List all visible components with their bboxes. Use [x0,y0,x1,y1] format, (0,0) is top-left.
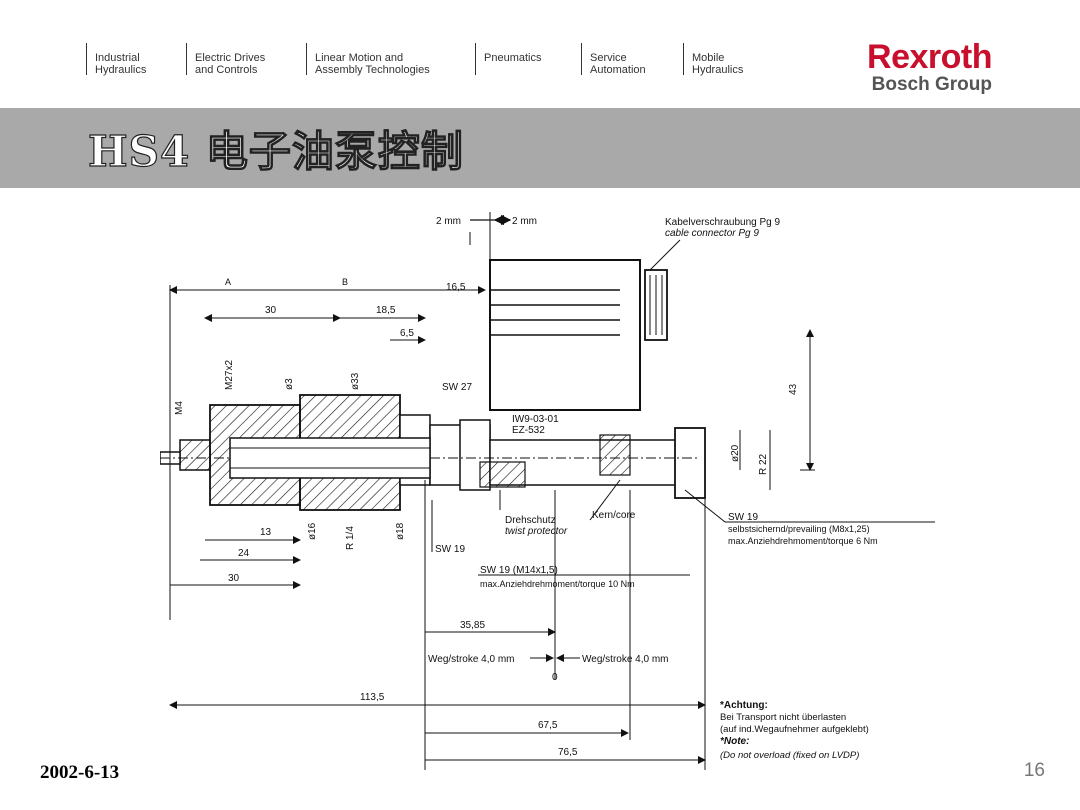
dim-30-bottom: 30 [228,573,240,584]
top-nav: Industrial Hydraulics Electric Drives an… [0,40,840,80]
dim-16-5: 16,5 [446,282,466,293]
note-line5: (Do not overload (fixed on LVDP) [720,750,859,761]
dim-113-5: 113,5 [360,692,385,703]
note-note: *Note: [720,736,749,747]
valve-body [160,394,706,511]
part-code-2: EZ-532 [512,425,545,436]
brand-subtitle: Bosch Group [871,74,992,95]
lower-dimensions: 35,85 Weg/stroke 4,0 mm Weg/stroke 4,0 m… [169,480,706,770]
nav-linear-motion[interactable]: Linear Motion and Assembly Technologies [306,43,430,76]
nav-service-automation[interactable]: Service Automation [581,43,646,76]
label-drehschutz: Drehschutz [505,515,556,526]
dim-o33: ø33 [350,372,361,390]
label-twist-protector: twist protector [505,526,568,537]
label-stroke-left: Weg/stroke 4,0 mm [428,654,515,665]
top-dimensions: A B 16,5 30 18,5 6,5 [169,277,486,620]
slide-date: 2002-6-13 [40,762,120,783]
note-line2: Bei Transport nicht überlasten [720,712,846,723]
brand-logo: Rexroth Bosch Group [867,40,992,96]
dim-2mm-left: 2 mm [436,216,461,227]
label-torque-6: max.Anziehdrehmoment/torque 6 Nm [728,536,878,546]
bottom-left-dimensions: 13 ø16 R 1/4 ø18 24 30 [170,522,406,589]
label-prevailing: selbstsichernd/prevailing (M8x1,25) [728,524,870,534]
cable-label-en: cable connector Pg 9 [665,228,759,239]
nav-industrial-hydraulics[interactable]: Industrial Hydraulics [86,43,146,76]
dim-r1-4: R 1/4 [345,526,356,550]
top-stroke-marker: 2 mm 2 mm [436,212,537,260]
label-stroke-zero: 0 [552,672,558,683]
dim-30-top: 30 [265,305,277,316]
dim-35-85: 35,85 [460,620,485,631]
title-banner [0,108,1080,188]
dim-18-5: 18,5 [376,305,396,316]
dim-13: 13 [260,527,272,538]
nav-electric-drives[interactable]: Electric Drives and Controls [186,43,265,76]
label-torque-10: max.Anziehdrehmoment/torque 10 Nm [480,579,635,589]
dim-o16: ø16 [307,522,318,540]
dim-a: A [225,277,231,287]
dim-o18: ø18 [395,522,406,540]
dim-43: 43 [788,383,799,395]
label-stroke-right: Weg/stroke 4,0 mm [582,654,669,665]
dim-6-5: 6,5 [400,328,414,339]
note-achtung: *Achtung: [720,700,768,711]
brand-name: Rexroth [867,38,992,76]
slide-title: HS4 电子油泵控制 [87,126,464,176]
dim-24: 24 [238,548,250,559]
label-sw19-m14: SW 19 (M14x1,5) [480,565,558,576]
dim-m27x2: M27x2 [224,360,235,390]
solenoid-coil: IW9-03-01 EZ-532 [489,259,668,436]
dim-b: B [342,277,348,287]
nav-mobile-hydraulics[interactable]: Mobile Hydraulics [683,43,743,76]
cable-label-de: Kabelverschraubung Pg 9 [665,217,781,228]
nav-pneumatics[interactable]: Pneumatics [475,43,541,75]
technical-drawing: 2 mm 2 mm Kabelverschraubung Pg 9 cable … [160,212,935,770]
part-code-1: IW9-03-01 [512,414,559,425]
label-sw19-left: SW 19 [435,544,465,555]
dim-o3: ø3 [284,378,295,390]
note-line3: (auf ind.Wegaufnehmer aufgeklebt) [720,724,869,735]
dim-m4: M4 [174,401,185,415]
label-kern: Kern/core [592,510,636,521]
page-number: 16 [1023,760,1045,781]
label-sw19-right: SW 19 [728,512,758,523]
dim-76-5: 76,5 [558,747,578,758]
label-sw27: SW 27 [442,382,472,393]
dim-2mm-right: 2 mm [512,216,537,227]
dim-67-5: 67,5 [538,720,558,731]
dim-o20: ø20 [730,444,741,462]
dim-r22: R 22 [758,453,769,475]
